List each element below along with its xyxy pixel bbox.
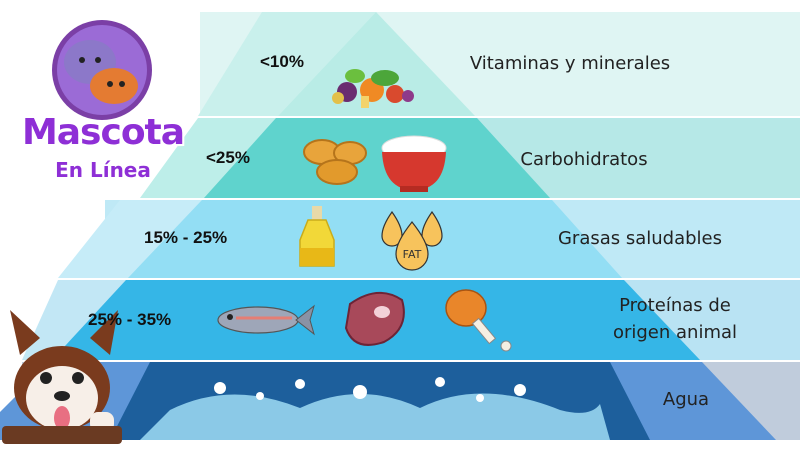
zone-vitaminas <box>198 12 376 116</box>
zone-carbohidratos <box>140 118 276 198</box>
label-grasas: Grasas saludables <box>540 225 740 252</box>
percent-grasas: 15% - 25% <box>144 228 228 247</box>
tier-grasas <box>128 200 622 278</box>
fat-drops-icon: FAT <box>381 210 443 271</box>
oil-bottle-icon <box>299 206 335 267</box>
brand-subtitle: En Línea <box>55 158 151 182</box>
label-proteinas: Proteínas de origen animal <box>580 292 770 346</box>
vegetables-icon <box>332 69 414 108</box>
svg-text:FAT: FAT <box>403 248 422 261</box>
husky-mascot <box>2 310 122 444</box>
chicken-leg-icon <box>445 289 512 352</box>
brand-logo <box>52 20 152 120</box>
label-vitaminas: Vitaminas y minerales <box>440 50 700 77</box>
label-proteinas-line1: Proteínas de <box>619 295 731 316</box>
percent-carbohidratos: <25% <box>206 148 250 167</box>
steak-icon <box>344 292 405 346</box>
label-proteinas-line2: origen animal <box>612 322 738 343</box>
label-carbohidratos-line1: Carbohidratos <box>520 149 648 170</box>
water-splash-icon <box>140 377 610 440</box>
label-agua-line1: Agua <box>662 389 710 410</box>
label-grasas-line1: Grasas saludables <box>557 228 723 249</box>
potatoes-icon <box>303 139 367 185</box>
percent-proteinas: 25% - 35% <box>88 310 172 329</box>
zone-grasas <box>58 200 202 278</box>
label-carbohidratos: Carbohidratos <box>484 146 684 173</box>
rice-bowl-icon <box>381 135 447 192</box>
fish-icon <box>217 304 315 336</box>
brand-title: Mascota <box>21 112 185 153</box>
label-agua: Agua <box>636 386 736 413</box>
percent-vitaminas: <10% <box>260 52 304 71</box>
tier-carbohidratos <box>204 118 550 198</box>
zone-proteinas <box>22 280 126 360</box>
tier-vitaminas <box>278 12 475 116</box>
label-vitaminas-line1: Vitaminas y minerales <box>469 53 671 74</box>
